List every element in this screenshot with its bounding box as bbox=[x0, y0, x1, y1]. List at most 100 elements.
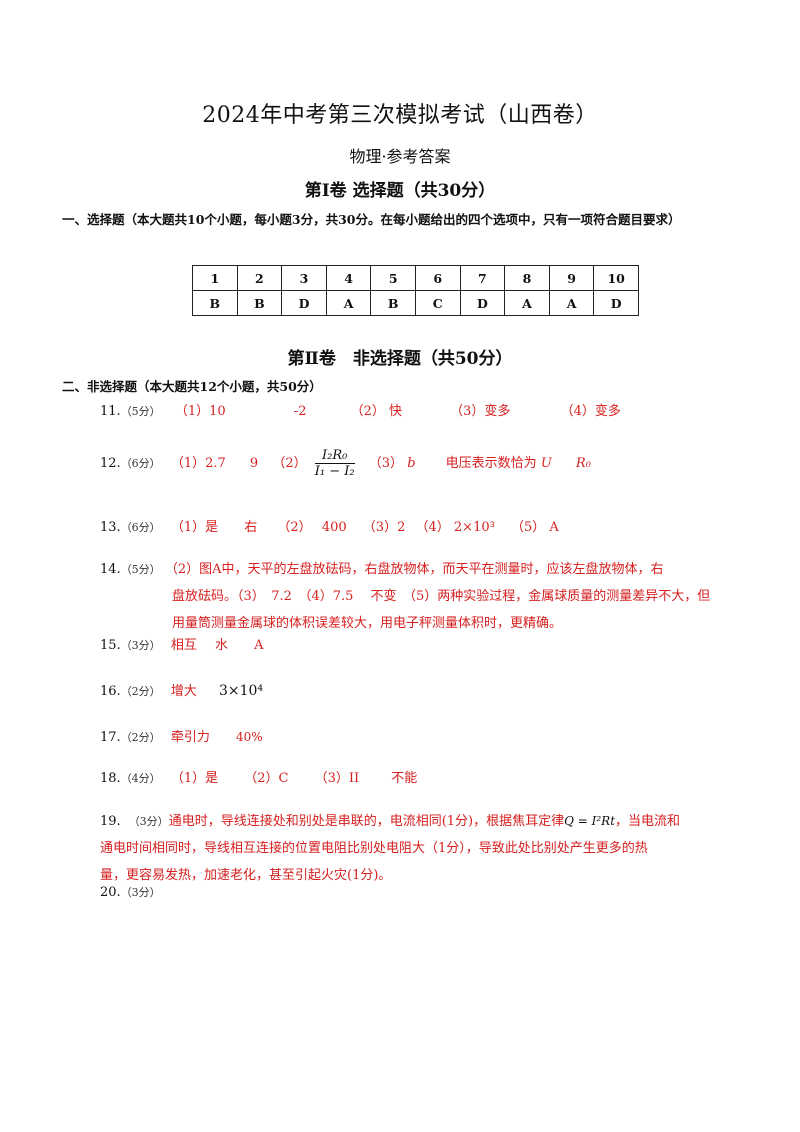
table-cell: A bbox=[325, 290, 372, 316]
answer-part: A bbox=[254, 638, 264, 653]
answer-part: 相互 bbox=[170, 638, 197, 653]
answer-part: （1）是 bbox=[170, 771, 219, 786]
table-cell: 7 bbox=[459, 265, 506, 291]
main-title: 2024年中考第三次模拟考试（山西卷） bbox=[202, 103, 598, 128]
fraction-numerator: I₂R₀ bbox=[314, 448, 355, 464]
question-17: 17.（2分） 牵引力 40% bbox=[100, 726, 263, 745]
question-13: 13.（6分） （1）是 右 （2） 400 （3）2 （4） 2×10³ （5… bbox=[100, 516, 559, 535]
table-cell: D bbox=[459, 290, 506, 316]
part1-title: 第Ⅰ卷 选择题（共30分） bbox=[304, 181, 496, 201]
answer-line: 通电时，导线连接处和别处是串联的，电流相同(1分)，根据焦耳定律 bbox=[168, 814, 565, 829]
answer-part: 增大 bbox=[170, 684, 197, 699]
answer-part: 9 bbox=[249, 456, 259, 471]
answer-part: （4）变多 bbox=[560, 404, 621, 419]
table-cell: 6 bbox=[414, 265, 461, 291]
question-points: （6分） bbox=[120, 521, 161, 534]
question-number: 20. bbox=[100, 885, 121, 900]
question-number: 14. bbox=[100, 562, 121, 577]
question-15: 15.（3分） 相互 水 A bbox=[100, 634, 264, 653]
answer-part: （1）10 bbox=[174, 404, 226, 419]
table-cell: 8 bbox=[504, 265, 550, 291]
table-cell: 3 bbox=[281, 265, 327, 291]
answer-line: （2）图A中，天平的左盘放砝码，右盘放物体，而天平在测量时，应该左盘放物体，右 bbox=[164, 562, 664, 577]
answer-part: （2） 快 bbox=[350, 404, 403, 419]
table-cell: 4 bbox=[325, 265, 372, 291]
table-cell: 2 bbox=[236, 265, 283, 291]
question-points: （5分） bbox=[120, 405, 161, 418]
table-cell: 9 bbox=[548, 265, 595, 291]
table-cell: C bbox=[414, 290, 461, 316]
question-14: 14.（5分） （2）图A中，天平的左盘放砝码，右盘放物体，而天平在测量时，应该… bbox=[100, 556, 740, 637]
question-points: （4分） bbox=[120, 772, 161, 785]
question-12: 12.（6分） （1）2.7 9 （2） I₂R₀ I₁ − I₂ （3） b … bbox=[100, 448, 591, 479]
table-cell: A bbox=[504, 290, 550, 316]
answer-part: （2） bbox=[277, 520, 312, 535]
question-points: （2分） bbox=[120, 685, 161, 698]
subtitle: 物理·参考答案 bbox=[349, 147, 451, 166]
question-18: 18.（4分） （1）是 （2）C （3）II 不能 bbox=[100, 767, 417, 786]
answer-part: （1）是 bbox=[170, 520, 219, 535]
answer-part: （2） bbox=[272, 456, 307, 471]
answer-part: 水 bbox=[214, 638, 228, 653]
answer-part: （3）变多 bbox=[450, 404, 511, 419]
answer-formula: Q = I²Rt bbox=[564, 814, 616, 828]
table-cell: 10 bbox=[593, 265, 639, 291]
question-points: （2分） bbox=[120, 731, 161, 744]
question-11: 11.（5分） （1）10 -2 （2） 快 （3）变多 （4）变多 bbox=[100, 400, 621, 419]
answer-part: （1）2.7 bbox=[170, 456, 226, 471]
answer-part: （4） bbox=[415, 520, 450, 535]
part2-title: 第Ⅱ卷 非选择题（共50分） bbox=[287, 349, 513, 369]
question-number: 18. bbox=[100, 771, 121, 786]
question-number: 17. bbox=[100, 730, 121, 745]
table-cell: 5 bbox=[370, 265, 416, 291]
answer-table-answer-row: B B D A B C D A A D bbox=[192, 290, 639, 316]
table-cell: 1 bbox=[192, 265, 238, 291]
answer-part: 右 bbox=[244, 520, 258, 535]
answer-part: （2）C bbox=[244, 771, 289, 786]
question-points: （3分） bbox=[120, 886, 161, 899]
answer-part: A bbox=[549, 520, 559, 535]
answer-part: -2 bbox=[293, 404, 307, 419]
answer-table-number-row: 1 2 3 4 5 6 7 8 9 10 bbox=[192, 265, 639, 291]
question-number: 12. bbox=[100, 456, 121, 471]
answer-part: （3） bbox=[368, 456, 404, 471]
question-points: （6分） bbox=[120, 457, 161, 470]
fraction-denominator: I₁ − I₂ bbox=[314, 464, 355, 479]
fraction-formula: I₂R₀ I₁ − I₂ bbox=[314, 448, 355, 479]
question-19: 19. （3分）通电时，导线连接处和别处是串联的，电流相同(1分)，根据焦耳定律Q… bbox=[100, 808, 740, 889]
section1-instructions: 一、选择题（本大题共10个小题，每小题3分，共30分。在每小题给出的四个选项中，… bbox=[62, 212, 681, 227]
answer-part: b bbox=[407, 456, 416, 471]
table-cell: D bbox=[281, 290, 327, 316]
answer-part: （3）2 bbox=[362, 520, 406, 535]
answer-part: 电压表示数恰为 bbox=[445, 456, 537, 471]
question-points: （5分） bbox=[120, 563, 161, 576]
answer-part: （5） bbox=[510, 520, 546, 535]
table-cell: A bbox=[548, 290, 595, 316]
question-points: （3分） bbox=[120, 639, 161, 652]
answer-line: 用量筒测量金属球的体积误差较大，用电子秤测量体积时，更精确。 bbox=[172, 616, 563, 631]
answer-part: （3）II bbox=[314, 771, 360, 786]
question-number: 13. bbox=[100, 520, 121, 535]
answer-part: 400 bbox=[321, 520, 347, 535]
question-16: 16.（2分） 增大 3×10⁴ bbox=[100, 680, 263, 699]
answer-table: 1 2 3 4 5 6 7 8 9 10 B B D A B C D A A D bbox=[192, 265, 639, 316]
answer-line: 通电时间相同时，导线相互连接的位置电阻比别处电阻大（1分），导致此处比别处产生更… bbox=[100, 841, 648, 856]
table-cell: B bbox=[192, 290, 238, 316]
question-number: 19. bbox=[100, 814, 121, 829]
table-cell: B bbox=[236, 290, 283, 316]
section2-instructions: 二、非选择题（本大题共12个小题，共50分） bbox=[62, 379, 322, 394]
question-20: 20.（3分） bbox=[100, 884, 167, 900]
table-cell: B bbox=[370, 290, 416, 316]
answer-line: ，当电流和 bbox=[615, 814, 681, 829]
answer-part: 不能 bbox=[391, 771, 418, 786]
question-points: （3分） bbox=[128, 815, 169, 828]
question-number: 11. bbox=[100, 404, 121, 419]
answer-line: 量，更容易发热，加速老化，甚至引起火灾(1分)。 bbox=[100, 868, 392, 883]
answer-line: 盘放砝码。（3） 7.2 （4）7.5 不变 （5）两种实验过程，金属球质量的测… bbox=[172, 589, 711, 604]
answer-part: U bbox=[540, 456, 552, 471]
answer-part: R₀ bbox=[575, 456, 591, 471]
table-cell: D bbox=[593, 290, 639, 316]
answer-part: 牵引力 bbox=[170, 730, 210, 745]
answer-part: 2×10³ bbox=[453, 520, 495, 535]
